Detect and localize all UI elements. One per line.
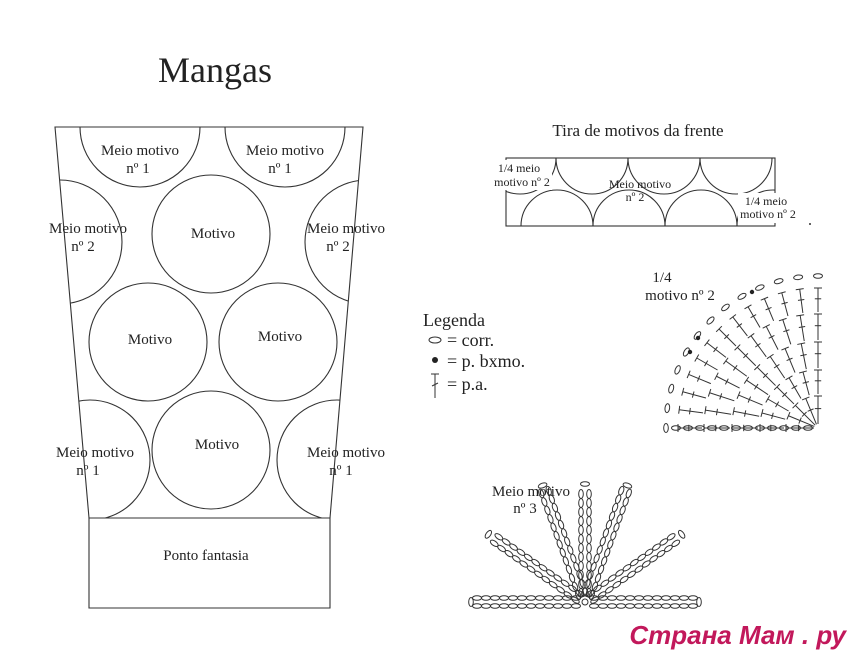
legend-item-sc: = p. bxmo.	[447, 351, 525, 371]
strip-label-center-1: Meio motivo	[609, 177, 671, 191]
label-motivo-left: Motivo	[128, 332, 172, 348]
half-motif-bottom-left	[55, 399, 151, 518]
watermark-logo: Страна Мам . ру	[629, 620, 847, 650]
half-motif-top-right	[224, 127, 346, 188]
page-title: Mangas	[158, 50, 272, 90]
dot-icon	[432, 357, 438, 363]
motif-circle-right	[218, 282, 338, 402]
half-motif-mid-right	[304, 179, 363, 305]
label-top-left-1: Meio motivo	[101, 143, 179, 159]
label-bot-left-1: Meio motivo	[56, 445, 134, 461]
label-mid-left-2: nº 2	[71, 239, 94, 255]
cuff-band	[88, 517, 331, 609]
label-motivo-top: Motivo	[191, 226, 235, 242]
label-top-right-1: Meio motivo	[246, 143, 324, 159]
label-bot-right-1: Meio motivo	[307, 445, 385, 461]
strip-title: Tira de motivos da frente	[552, 121, 723, 140]
label-mid-right-1: Meio motivo	[307, 221, 385, 237]
quarter-motif-chart: 1/4 motivo nº 2	[645, 270, 823, 433]
label-bot-left-2: nº 1	[76, 463, 99, 479]
double-crochet-icon	[431, 373, 439, 398]
strip-label-right-2: motivo nº 2	[740, 207, 796, 221]
sleeve-diagram: Meio motivo nº 1 Meio motivo nº 1 Meio m…	[49, 126, 385, 609]
legend: Legenda = corr. = p. bxmo. = p.a.	[423, 310, 525, 398]
half-motif-top-left	[79, 127, 201, 188]
legend-item-dc: = p.a.	[447, 374, 488, 394]
half-motif-bottom-right	[276, 399, 363, 518]
strip-label-left-2: motivo nº 2	[494, 175, 550, 189]
motif-circle-left	[88, 282, 208, 402]
label-motivo-bottom: Motivo	[195, 437, 239, 453]
label-mid-left-1: Meio motivo	[49, 221, 127, 237]
motif-circle-top	[151, 174, 271, 294]
strip-outline	[505, 157, 776, 227]
motif-circle-bottom	[151, 390, 271, 510]
strip-label-right-1: 1/4 meio	[745, 194, 787, 208]
label-mid-right-2: nº 2	[326, 239, 349, 255]
cuff-label: Ponto fantasia	[163, 548, 249, 564]
front-strip-diagram: Tira de motivos da frente 1/4 meio motiv…	[488, 121, 811, 227]
label-motivo-right: Motivo	[258, 329, 302, 345]
strip-label-left-1: 1/4 meio	[498, 161, 540, 175]
half3-label-1: Meio motivo	[492, 484, 570, 500]
label-top-left-2: nº 1	[126, 161, 149, 177]
legend-title: Legenda	[423, 310, 485, 330]
label-bot-right-2: nº 1	[329, 463, 352, 479]
half3-label-2: nº 3	[513, 501, 536, 517]
label-top-right-2: nº 1	[268, 161, 291, 177]
chain-oval-icon	[428, 336, 442, 344]
legend-item-chain: = corr.	[447, 330, 494, 350]
strip-label-center-2: nº 2	[626, 190, 645, 204]
half-motif-3-chart: Meio motivo nº 3	[468, 481, 702, 609]
quarter-label-2: motivo nº 2	[645, 288, 715, 304]
quarter-label-1: 1/4	[652, 270, 672, 286]
